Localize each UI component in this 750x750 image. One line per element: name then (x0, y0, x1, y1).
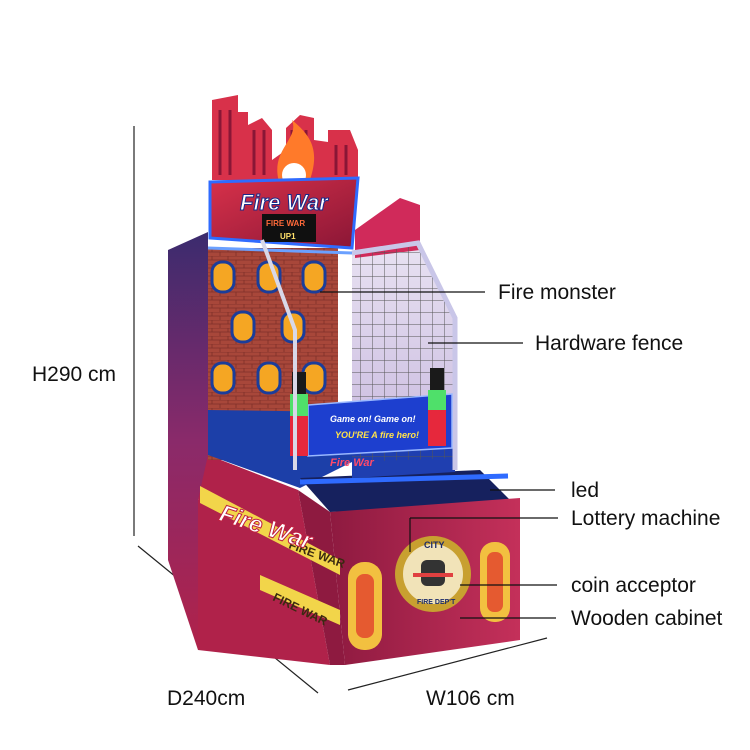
badge-top-text: CITY (424, 540, 445, 550)
score-display (262, 214, 316, 242)
hydrant-panel-left (348, 562, 382, 650)
caution-tape-1 (200, 486, 340, 575)
score-line-1: FIRE WAR (266, 219, 305, 228)
width-dimension-line (347, 637, 548, 691)
banner-line-1: Game on! Game on! (330, 414, 416, 424)
callout-lottery-machine: Lottery machine (571, 507, 721, 530)
led-strip-top (207, 246, 353, 255)
callout-wooden-cabinet: Wooden cabinet (571, 607, 723, 630)
water-cannon-left (290, 372, 308, 456)
fire-dept-badge (395, 536, 471, 612)
height-label: H290 cm (32, 363, 117, 386)
small-banner-text: Fire War (330, 457, 375, 469)
hardware-fence-frame (351, 240, 458, 470)
callout-fire-monster: Fire monster (498, 281, 616, 304)
callout-coin-acceptor: coin acceptor (571, 574, 696, 597)
banner-line-2: YOU'RE A fire hero! (335, 430, 419, 440)
caution-tape-2 (260, 575, 340, 625)
hydrant-panel-right (480, 542, 510, 622)
marquee-title: Fire War (240, 190, 329, 215)
led-strip-front (299, 473, 509, 485)
callout-lines (320, 291, 558, 619)
depth-label: D240cm (167, 687, 246, 710)
width-label: W106 cm (426, 687, 515, 710)
water-cannon-right (428, 368, 446, 446)
support-pole (260, 239, 297, 470)
badge-bottom-text: FIRE DEP'T (417, 599, 456, 606)
callout-led: led (571, 479, 600, 502)
callout-hardware-fence: Hardware fence (535, 332, 684, 355)
score-line-2: UP1 (280, 232, 296, 241)
marquee-sign (208, 176, 360, 250)
